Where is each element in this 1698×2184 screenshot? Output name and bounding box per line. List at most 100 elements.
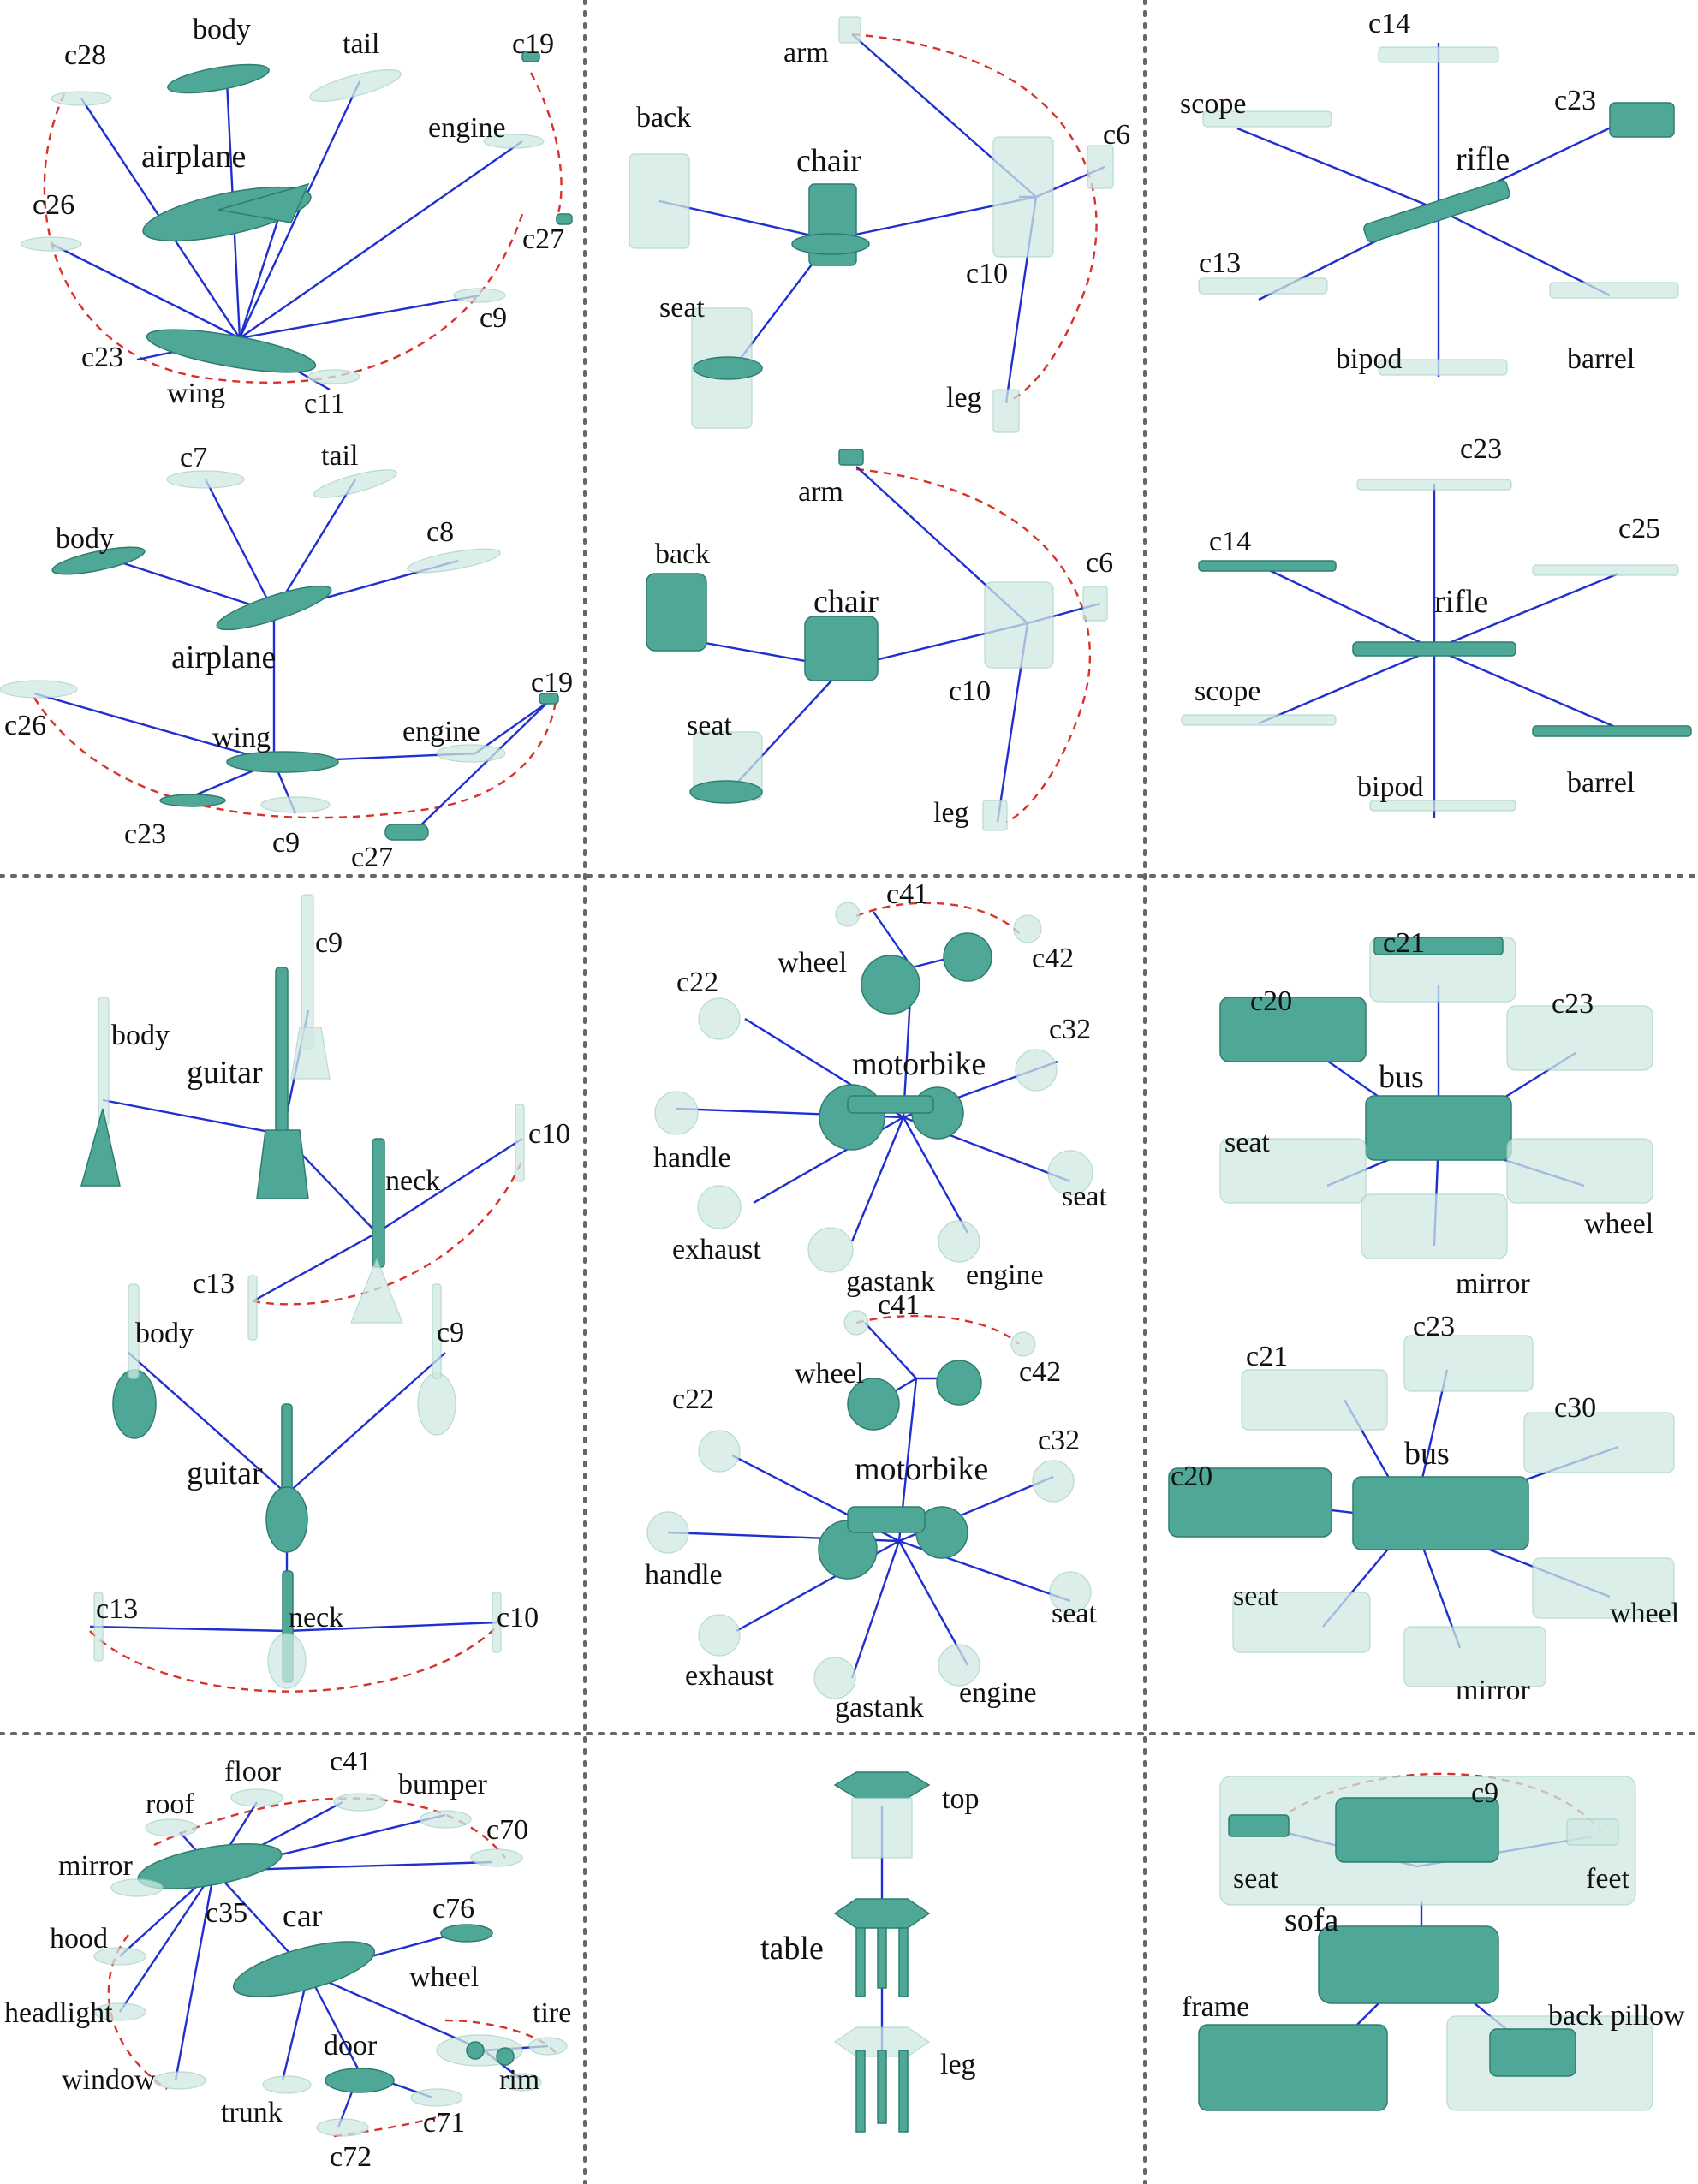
car-c70: c70 — [486, 1814, 528, 1846]
airplane-bottom-c27: c27 — [351, 842, 393, 873]
car-bumper: bumper — [398, 1769, 488, 1800]
chair-bottom-arm: arm — [798, 476, 843, 508]
motorbike-bottom-root: motorbike — [855, 1451, 988, 1487]
car-c41: c41 — [330, 1746, 372, 1777]
panel-guitar-bottom: guitar body c9 neck c13 c10 — [89, 1283, 539, 1693]
rifle-bottom-bipod: bipod — [1357, 771, 1423, 803]
airplane-top-wing: wing — [167, 378, 225, 409]
motorbike-top-engine: engine — [966, 1259, 1044, 1291]
airplane-top-engine: engine — [428, 112, 506, 144]
airplane-top-body: body — [193, 14, 251, 45]
bus-bottom-c30: c30 — [1554, 1392, 1596, 1424]
airplane-top-c9: c9 — [480, 302, 507, 334]
bus-top-wheel: wheel — [1584, 1208, 1653, 1240]
airplane-top-c27: c27 — [522, 223, 564, 255]
rifle-top-c13: c13 — [1199, 247, 1241, 279]
rifle-bottom-c14: c14 — [1209, 526, 1251, 557]
car-tire: tire — [533, 1997, 571, 2029]
motorbike-bottom-c41: c41 — [878, 1289, 920, 1321]
rifle-top-barrel: barrel — [1567, 343, 1635, 375]
motorbike-bottom-seat: seat — [1052, 1598, 1097, 1629]
chair-top-leg: leg — [946, 382, 982, 414]
bus-top-root: bus — [1379, 1059, 1424, 1095]
rifle-top-c23: c23 — [1554, 85, 1596, 116]
bus-top-seat: seat — [1224, 1127, 1270, 1158]
bus-top-c20: c20 — [1250, 985, 1292, 1017]
motorbike-bottom-gastank: gastank — [835, 1692, 924, 1723]
bus-top-c23: c23 — [1552, 988, 1594, 1020]
bus-bottom-c23: c23 — [1413, 1311, 1455, 1342]
bus-bottom-c21: c21 — [1246, 1341, 1288, 1372]
rifle-top-scope: scope — [1180, 88, 1246, 120]
motorbike-top-c42: c42 — [1032, 943, 1074, 974]
chair-top-c6: c6 — [1103, 119, 1130, 151]
bus-bottom-c20: c20 — [1171, 1461, 1212, 1492]
airplane-bottom-c9: c9 — [272, 827, 300, 859]
car-mirror: mirror — [58, 1850, 134, 1882]
chair-model-2 — [646, 449, 1108, 831]
guitar-top-body: body — [111, 1020, 170, 1051]
panel-bus-bottom: bus c21 c23 c30 c20 seat wheel mirror — [1168, 1311, 1679, 1706]
table-root: table — [760, 1931, 824, 1967]
bus-bottom-seat: seat — [1233, 1580, 1278, 1612]
airplane-top-c26: c26 — [33, 189, 74, 221]
guitar-bottom-c9: c9 — [437, 1317, 464, 1348]
motorbike-top-exhaust: exhaust — [672, 1234, 761, 1265]
airplane-top-c28: c28 — [64, 39, 106, 71]
motorbike-bottom-c22: c22 — [672, 1384, 714, 1415]
airplane-bottom-root: airplane — [171, 640, 276, 675]
guitar-top-c10: c10 — [528, 1118, 570, 1150]
chair-bottom-back: back — [655, 539, 710, 570]
rifle-bottom-barrel: barrel — [1567, 767, 1635, 799]
car-hood: hood — [50, 1923, 108, 1955]
guitar-top-c13: c13 — [193, 1268, 235, 1300]
motorbike-top-c41: c41 — [886, 878, 928, 910]
table-top: top — [942, 1783, 979, 1815]
motorbike-top-seat: seat — [1062, 1181, 1107, 1212]
guitar-bottom-neck: neck — [289, 1602, 343, 1634]
airplane-bottom-c7: c7 — [180, 442, 207, 473]
rifle-bottom-root: rifle — [1434, 584, 1488, 620]
motorbike-bottom-c42: c42 — [1019, 1356, 1061, 1388]
airplane-top-c19: c19 — [512, 28, 554, 60]
bus-top-c21: c21 — [1383, 927, 1425, 959]
chair-bottom-seat: seat — [687, 710, 732, 741]
car-trunk: trunk — [221, 2097, 283, 2128]
car-c35: c35 — [206, 1897, 247, 1929]
airplane-bottom-c19: c19 — [531, 667, 573, 699]
motorbike-model-2 — [646, 1310, 1092, 1699]
motorbike-top-handle: handle — [653, 1142, 731, 1174]
car-wheel: wheel — [409, 1961, 479, 1993]
airplane-top-c23: c23 — [81, 342, 123, 373]
motorbike-bottom-c32: c32 — [1038, 1425, 1080, 1456]
guitar-model-2 — [93, 1283, 502, 1689]
chair-top-c10: c10 — [966, 258, 1008, 289]
bus-bottom-mirror: mirror — [1456, 1675, 1531, 1706]
panel-guitar-top: guitar c9 body neck c10 c13 — [80, 894, 570, 1341]
airplane-model-2 — [0, 469, 559, 841]
airplane-bottom-c23: c23 — [124, 818, 166, 850]
car-window: window — [62, 2064, 156, 2096]
panel-chair-top: chair arm back c6 seat c10 leg — [629, 16, 1130, 433]
car-model — [93, 1788, 568, 2137]
airplane-bottom-body: body — [56, 523, 114, 555]
motorbike-top-root: motorbike — [852, 1046, 986, 1082]
car-rim: rim — [499, 2064, 539, 2096]
motorbike-top-gastank: gastank — [846, 1266, 935, 1298]
sofa-model — [1198, 1776, 1653, 2111]
bus-bottom-root: bus — [1404, 1436, 1450, 1472]
guitar-top-neck: neck — [385, 1165, 440, 1197]
motorbike-bottom-exhaust: exhaust — [685, 1660, 774, 1692]
guitar-model — [80, 894, 525, 1341]
panel-airplane-bottom: airplane c7 tail body c8 c26 wing engine… — [0, 440, 573, 873]
car-headlight: headlight — [4, 1997, 113, 2029]
rifle-top-bipod: bipod — [1336, 343, 1402, 375]
guitar-bottom-c10: c10 — [497, 1602, 539, 1634]
rifle-top-c14: c14 — [1368, 8, 1410, 39]
panel-bus-top: bus c21 c20 c23 seat wheel mirror — [1219, 927, 1653, 1300]
sofa-back-pillow: back pillow — [1548, 2000, 1685, 2032]
car-c71: c71 — [423, 2107, 465, 2139]
car-c72: c72 — [330, 2141, 372, 2173]
